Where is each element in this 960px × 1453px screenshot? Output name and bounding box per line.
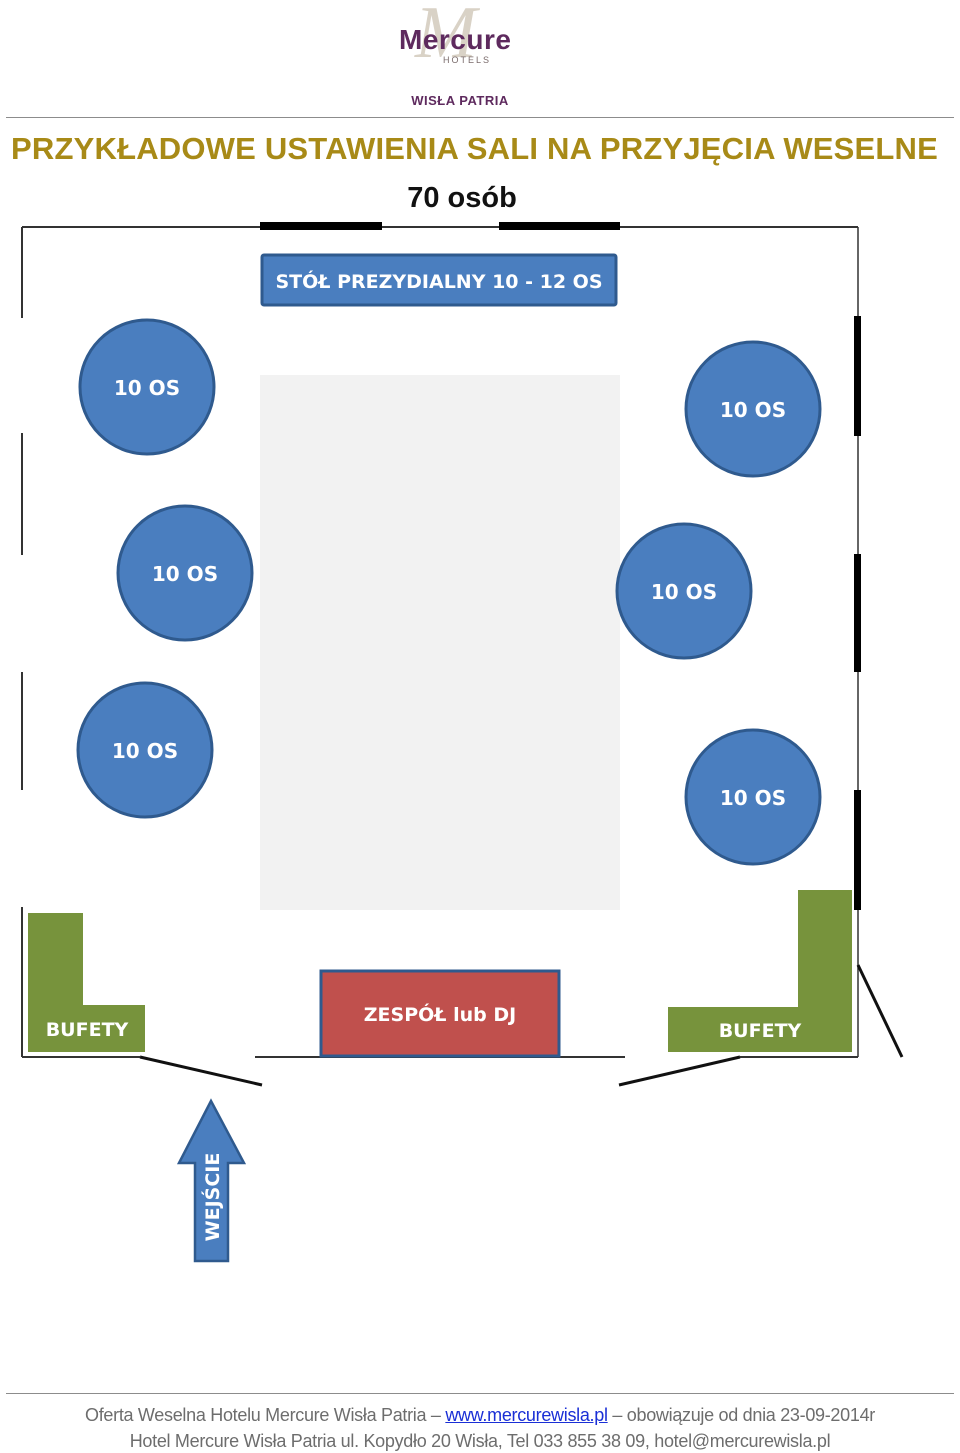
footer-offer-text: Oferta Weselna Hotelu Mercure Wisła Patr… (85, 1405, 446, 1425)
round-table-6-label: 10 OS (720, 786, 786, 810)
round-table-5-label: 10 OS (112, 739, 178, 763)
round-table-3 (116, 504, 254, 642)
buffet-left (28, 913, 145, 1052)
footer-validity-text: – obowiązuje od dnia 23-09-2014r (607, 1405, 875, 1425)
buffet-right-label: BUFETY (719, 1020, 802, 1042)
entrance-label: WEJŚCIE (200, 1153, 224, 1242)
window-top-right (499, 222, 620, 230)
door-right-leaf (618, 1055, 741, 1087)
round-table-2 (684, 340, 822, 478)
round-table-4-label: 10 OS (651, 580, 717, 604)
door-left-leaf (139, 1055, 263, 1087)
band-stage (319, 969, 561, 1058)
header-divider (6, 117, 954, 118)
entrance-arrow-icon (176, 1098, 247, 1263)
footer-offer-line: Oferta Weselna Hotelu Mercure Wisła Patr… (0, 1405, 960, 1426)
window-right-2 (854, 554, 861, 672)
footer-contact-line: Hotel Mercure Wisła Patria ul. Kopydło 2… (129, 1431, 831, 1451)
window-top-left (260, 222, 382, 230)
head-table (260, 253, 618, 307)
guest-capacity: 70 osób (407, 182, 517, 214)
logo-wordmark: Mercure (399, 24, 512, 55)
door-side-leaf (856, 964, 904, 1058)
round-table-5 (76, 681, 214, 819)
logo-subtitle: HOTELS (443, 55, 492, 65)
page-title: PRZYKŁADOWE USTAWIENIA SALI NA PRZYJĘCIA… (11, 131, 939, 166)
round-table-2-label: 10 OS (720, 398, 786, 422)
round-table-1 (78, 318, 216, 456)
round-table-3-label: 10 OS (152, 562, 218, 586)
website-link[interactable]: www.mercurewisla.pl (445, 1405, 608, 1425)
head-table-label: STÓŁ PREZYDIALNY 10 - 12 OS (275, 269, 602, 293)
dance-floor (260, 375, 620, 910)
doors (139, 964, 904, 1087)
window-right-1 (854, 316, 861, 436)
round-table-6 (684, 728, 822, 866)
buffet-left-label: BUFETY (46, 1019, 129, 1041)
round-table-4 (615, 522, 753, 660)
buffet-right (668, 890, 852, 1052)
mercure-logo: M Mercure HOTELS (395, 0, 535, 74)
hotel-location: WISŁA PATRIA (411, 93, 509, 108)
logo-monogram-icon: M (415, 0, 477, 74)
footer-divider (6, 1393, 954, 1394)
round-table-1-label: 10 OS (114, 376, 180, 400)
band-stage-label: ZESPÓŁ lub DJ (364, 1002, 516, 1026)
window-right-3 (854, 790, 861, 910)
windows (260, 222, 861, 910)
round-tables: 10 OS 10 OS 10 OS 10 OS 10 OS 10 OS (76, 318, 822, 866)
